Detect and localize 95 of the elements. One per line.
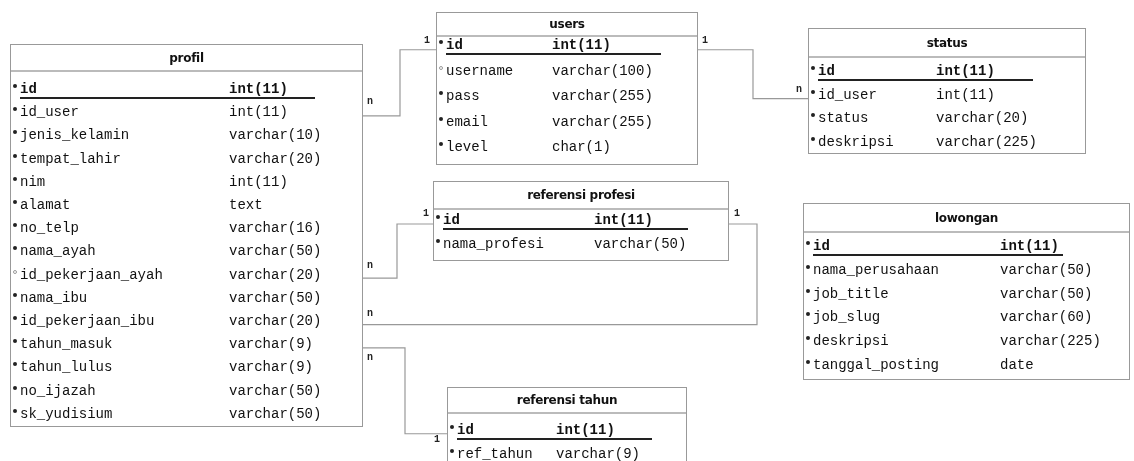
field-name: nama_ayah: [20, 243, 97, 260]
field-name: sk_yudisium: [20, 405, 114, 422]
field-type: int(11): [229, 81, 288, 97]
cardinality-label: 1: [423, 208, 429, 219]
field-name: tahun_lulus: [20, 359, 114, 376]
field-type: varchar(255): [552, 88, 653, 104]
field-type: date: [1000, 357, 1034, 373]
cardinality-label: 1: [734, 208, 740, 219]
table-box: [803, 203, 1130, 380]
field-name: jenis_kelamin: [20, 127, 131, 144]
field-name: id_user: [818, 86, 878, 103]
table-name: status: [926, 35, 968, 50]
field-type: varchar(50): [229, 243, 322, 260]
relationship-line: [697, 49, 809, 100]
field-type: varchar(225): [1000, 333, 1101, 350]
field-name: id_user: [20, 104, 80, 121]
field-type: varchar(50): [229, 289, 322, 306]
cardinality-label: n: [367, 96, 373, 107]
field-name: tahun_masuk: [20, 336, 114, 353]
field-name: ref_tahun: [457, 445, 534, 461]
field-name: email: [446, 113, 489, 130]
field-type: varchar(9): [229, 359, 313, 376]
relationship-line: [362, 49, 437, 117]
table-box: [433, 181, 729, 261]
field-name: id_pekerjaan_ibu: [20, 313, 156, 329]
field-type: varchar(50): [229, 382, 322, 399]
cardinality-label: 1: [434, 434, 440, 445]
field-name: id: [20, 81, 38, 97]
field-type: int(11): [552, 37, 611, 53]
field-type: varchar(50): [229, 405, 322, 422]
field-name: job_title: [813, 285, 890, 302]
field-type: int(11): [556, 422, 615, 438]
field-name: id: [818, 63, 836, 79]
field-name: username: [446, 62, 515, 79]
field-type: varchar(225): [936, 134, 1037, 151]
field-name: nim: [20, 173, 47, 190]
field-name: no_telp: [20, 220, 80, 237]
field-name: tempat_lahir: [20, 150, 122, 167]
field-name: no_ijazah: [20, 382, 97, 399]
relationship-line: [362, 223, 758, 326]
field-name: deskripsi: [818, 134, 895, 151]
field-type: char(1): [552, 139, 611, 155]
field-name: level: [446, 139, 489, 155]
field-name: nama_perusahaan: [813, 261, 941, 278]
field-type: varchar(9): [229, 336, 313, 353]
field-name: id: [446, 37, 464, 53]
table-box: [436, 12, 698, 165]
field-name: nama_profesi: [443, 236, 545, 252]
field-name: id: [457, 422, 475, 438]
field-type: varchar(60): [1000, 309, 1093, 326]
field-type: varchar(10): [229, 127, 322, 144]
relationship-line: [362, 347, 448, 435]
field-type: text: [229, 197, 263, 213]
field-name: tanggal_posting: [813, 357, 941, 373]
field-type: varchar(50): [1000, 261, 1093, 278]
field-type: varchar(255): [552, 113, 653, 130]
field-name: alamat: [20, 197, 72, 213]
field-name: deskripsi: [813, 333, 890, 350]
field-name: id: [813, 238, 831, 254]
field-type: varchar(50): [594, 236, 687, 252]
table-name: referensi tahun: [516, 393, 618, 407]
field-type: int(11): [936, 63, 995, 79]
cardinality-label: 1: [424, 35, 430, 46]
cardinality-label: n: [367, 308, 373, 319]
field-type: varchar(9): [556, 445, 640, 461]
table-name: referensi profesi: [527, 188, 635, 202]
field-name: pass: [446, 88, 481, 104]
table-box: [808, 28, 1086, 154]
field-type: varchar(20): [229, 313, 322, 329]
relationship-line: [362, 223, 434, 279]
field-name: status: [818, 110, 870, 127]
table-box: [447, 387, 687, 461]
cardinality-label: n: [367, 260, 373, 271]
field-type: int(11): [229, 104, 288, 121]
field-type: int(11): [1000, 238, 1059, 254]
table-name: profil: [169, 50, 204, 65]
table-name: lowongan: [934, 210, 999, 225]
field-type: varchar(16): [229, 220, 322, 237]
field-name: job_slug: [813, 309, 882, 326]
cardinality-label: n: [367, 352, 373, 363]
field-type: int(11): [229, 173, 288, 190]
cardinality-label: n: [796, 84, 802, 95]
table-box: [10, 44, 363, 427]
field-name: id_pekerjaan_ayah: [20, 266, 164, 283]
cardinality-label: 1: [702, 35, 708, 46]
field-type: varchar(20): [229, 150, 322, 167]
field-type: varchar(100): [552, 62, 653, 79]
field-type: int(11): [594, 212, 653, 228]
field-type: varchar(20): [936, 110, 1029, 127]
field-type: int(11): [936, 86, 995, 103]
field-name: id: [443, 212, 461, 228]
field-name: nama_ibu: [20, 289, 89, 306]
field-type: varchar(20): [229, 266, 322, 283]
table-name: users: [549, 17, 585, 31]
field-type: varchar(50): [1000, 285, 1093, 302]
